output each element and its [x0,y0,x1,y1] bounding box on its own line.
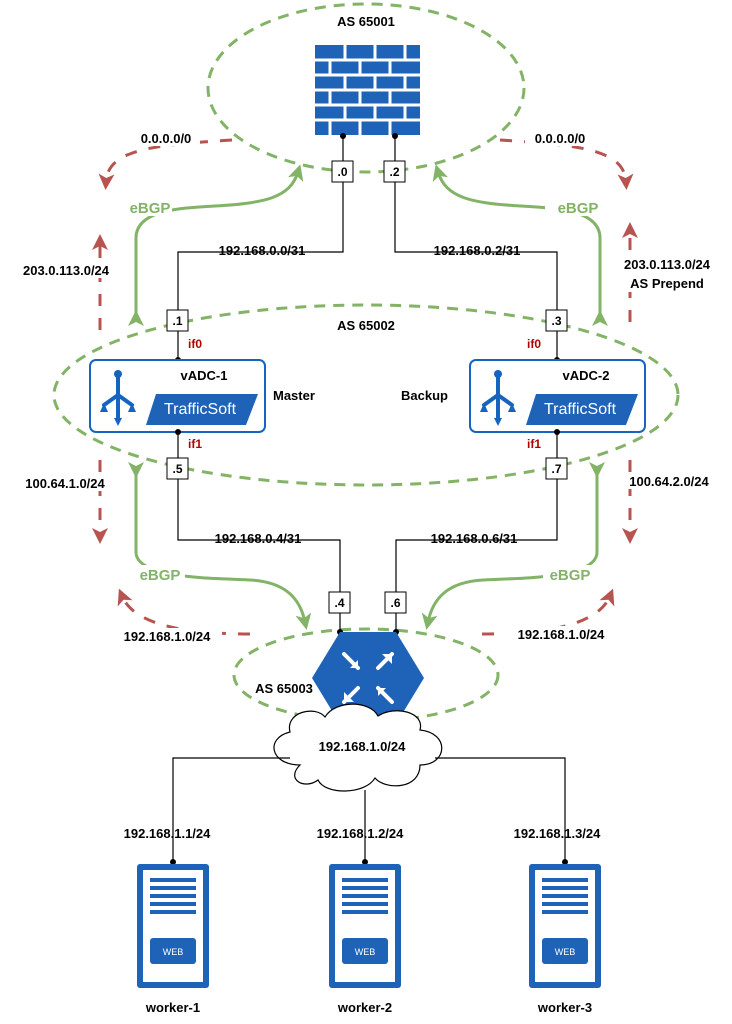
route-lan-left: 192.168.1.0/24 [124,629,212,644]
link-cloud-worker1 [172,757,290,862]
vadc2-role: Backup [401,388,448,403]
vadc2-brand: TrafficSoft [544,401,617,418]
route-default-right: 0.0.0.0/0 [535,131,586,146]
link-fw-vadc2-label: 192.168.0.2/31 [434,243,521,258]
ebgp-arrow-lower-right [421,462,605,630]
worker2-port-dot [362,859,368,865]
svg-text:.5: .5 [172,462,182,476]
worker3-server-icon[interactable]: WEB [529,864,601,988]
svg-text:.2: .2 [389,165,399,179]
vadc1-if0: if0 [188,337,202,351]
route-default-left: 0.0.0.0/0 [141,131,192,146]
firewall-icon[interactable] [315,45,420,135]
lb-icon-dot [114,370,122,378]
router-port-left: .4 [328,591,351,614]
link-vadc1-router-label: 192.168.0.4/31 [215,531,302,546]
as-65003-boundary [232,627,500,723]
svg-text:.0: .0 [337,165,347,179]
vadc2-if1: if1 [527,437,541,451]
ebgp-arrow-lower-left [128,462,312,630]
link-fw-vadc1-label: 192.168.0.0/31 [219,243,306,258]
vadc2-if1-dot [554,429,560,435]
trafficsoft-badge [146,394,258,425]
cloud-label: 192.168.1.0/24 [319,739,407,754]
worker1-ip: 192.168.1.1/24 [124,826,212,841]
worker2-server-icon[interactable]: WEB [329,864,401,988]
route-internal-right: 100.64.2.0/24 [629,474,709,489]
ebgp-lower-left-label: eBGP [140,567,181,584]
svg-text:.7: .7 [551,462,561,476]
route-adv-left: 203.0.113.0/24 [23,263,110,278]
worker1-port-dot [170,859,176,865]
svg-text:.3: .3 [551,314,561,328]
router-icon[interactable] [312,632,424,724]
vadc1-if1-dot [175,429,181,435]
as-65001-boundary [206,2,526,174]
vadc1-brand: TrafficSoft [164,401,237,418]
route-internal-left: 100.64.1.0/24 [25,476,105,491]
fw-port-left: .0 [331,160,354,183]
vadc2-if0: if0 [527,337,541,351]
router-port-right: .6 [384,591,407,614]
ebgp-lower-right-label: eBGP [550,567,591,584]
trafficsoft-badge [526,394,638,425]
route-arrow-lan-left [117,588,251,636]
ebgp-arrow-upper-left [128,164,304,326]
cloud-icon [273,703,443,792]
fw-port-dot-right [392,133,398,139]
ebgp-arrow-upper-right [432,164,608,326]
worker1-name: worker-1 [145,1000,200,1015]
route-adv-right-line2: AS Prepend [630,276,704,291]
load-balancer-icon [102,373,134,420]
worker2-ip: 192.168.1.2/24 [317,826,405,841]
vadc1-port-bottom: .5 [166,457,189,480]
svg-text:.4: .4 [334,596,344,610]
worker3-ip: 192.168.1.3/24 [514,826,602,841]
route-lan-right: 192.168.1.0/24 [518,627,606,642]
worker2-name: worker-2 [337,1000,392,1015]
svg-text:WEB: WEB [555,947,576,957]
fw-port-right: .2 [383,160,406,183]
route-arrow-default-right [499,138,634,190]
as-65001-label: AS 65001 [337,14,395,29]
svg-text:WEB: WEB [355,947,376,957]
svg-text:.6: .6 [390,596,400,610]
svg-text:WEB: WEB [163,947,184,957]
ebgp-upper-left-label: eBGP [130,200,171,217]
load-balancer-icon [482,373,514,420]
vadc1-role: Master [273,388,315,403]
route-adv-right-line1: 203.0.113.0/24 [624,257,711,272]
as-65002-boundary [52,303,680,487]
vadc2-name: vADC-2 [563,368,610,383]
route-arrow-default-left [98,138,233,190]
svg-text:.1: .1 [172,314,182,328]
link-cloud-worker3 [435,757,566,862]
vadc1-if1: if1 [188,437,202,451]
worker3-port-dot [562,859,568,865]
vadc1-port-top: .1 [166,309,189,332]
worker3-name: worker-3 [537,1000,592,1015]
ebgp-upper-right-label: eBGP [558,200,599,217]
vadc2-port-top: .3 [545,309,568,332]
vadc1-name: vADC-1 [181,368,228,383]
fw-port-dot-left [340,133,346,139]
vadc1-node[interactable]: TrafficSoft vADC-1 [89,359,266,433]
as-65002-label: AS 65002 [337,318,395,333]
vadc2-port-bottom: .7 [545,457,568,480]
vadc2-node[interactable]: TrafficSoft vADC-2 [469,359,646,433]
as-65003-label: AS 65003 [255,681,313,696]
link-vadc2-router-label: 192.168.0.6/31 [431,531,518,546]
worker1-server-icon[interactable]: WEB [137,864,209,988]
lb-icon-dot [494,370,502,378]
